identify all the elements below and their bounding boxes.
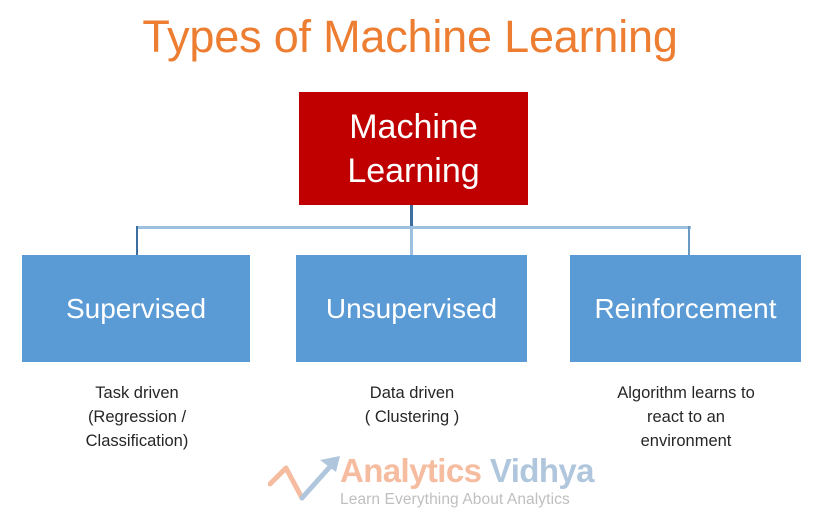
node-machine-learning-label: Machine Learning	[347, 107, 480, 190]
watermark-logo: Analytics Vidhya Learn Everything About …	[268, 452, 595, 514]
connector-drop-reinforcement	[688, 226, 690, 256]
watermark-brand-vidhya: Vidhya	[481, 452, 595, 489]
node-supervised-label: Supervised	[65, 292, 207, 324]
watermark-brand-analytics: Analytics	[340, 452, 482, 489]
connector-drop-supervised	[136, 226, 138, 256]
watermark-tagline: Learn Everything About Analytics	[340, 491, 570, 508]
caption-unsupervised: Data driven ( Clustering )	[364, 384, 460, 426]
connector-horizontal-bus	[136, 226, 691, 229]
watermark-brand: Analytics Vidhya	[340, 452, 595, 492]
growth-arrow-icon	[268, 456, 340, 501]
caption-reinforcement: Algorithm learns to react to an environm…	[617, 384, 755, 450]
node-machine-learning[interactable]: Machine Learning	[299, 92, 528, 205]
connector-drop-unsupervised	[410, 226, 413, 256]
node-reinforcement[interactable]: Reinforcement	[570, 255, 801, 362]
page-title: Types of Machine Learning	[142, 11, 678, 62]
caption-supervised: Task driven (Regression / Classification…	[85, 384, 189, 450]
node-reinforcement-label: Reinforcement	[594, 292, 777, 324]
connector-stem-vertical	[410, 205, 413, 229]
node-unsupervised[interactable]: Unsupervised	[296, 255, 527, 362]
node-supervised[interactable]: Supervised	[22, 255, 250, 362]
node-unsupervised-label: Unsupervised	[325, 292, 498, 324]
